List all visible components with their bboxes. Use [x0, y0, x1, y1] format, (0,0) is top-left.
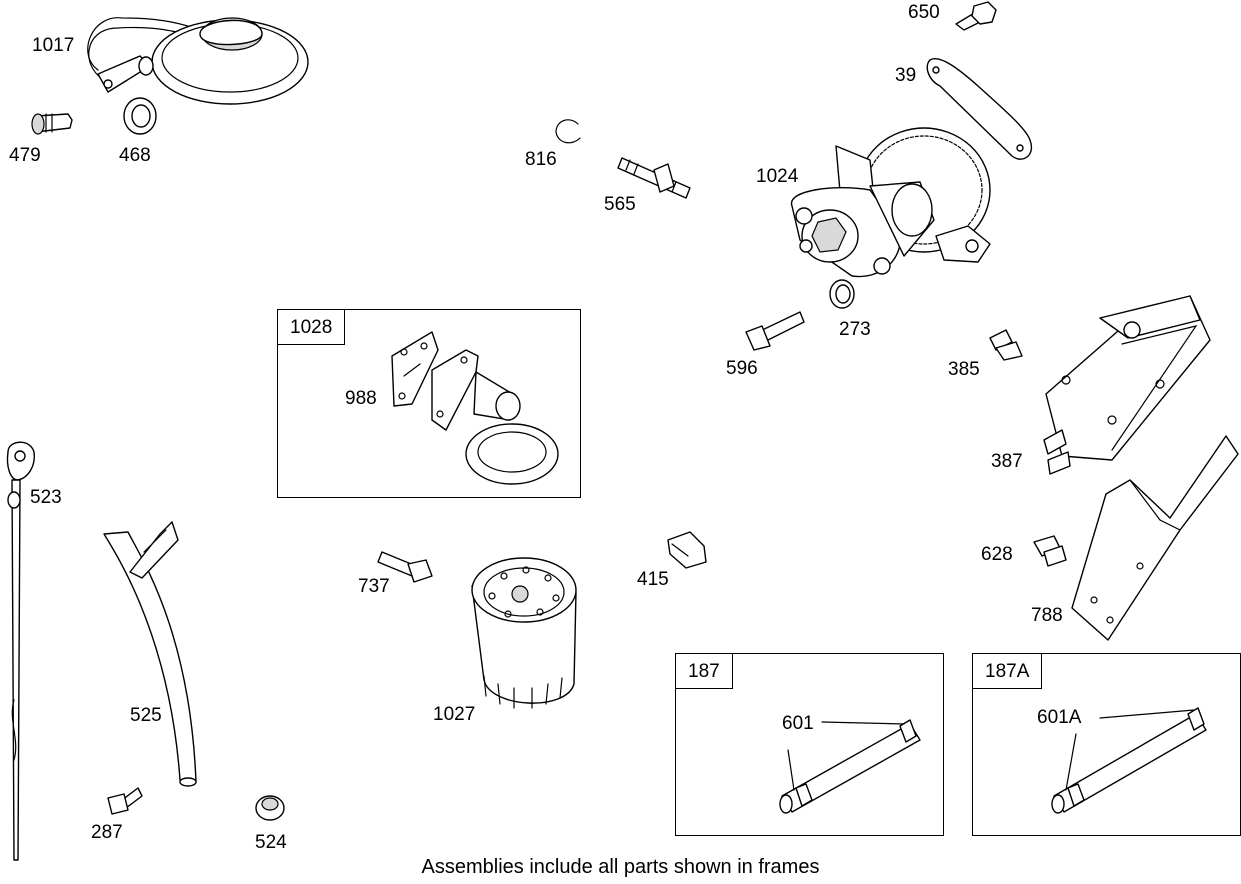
callout-273: 273	[839, 319, 871, 340]
callout-1027: 1027	[433, 704, 476, 725]
callout-1024: 1024	[756, 166, 799, 187]
part-273-ring	[829, 279, 855, 309]
part-601a-hose	[1051, 707, 1207, 814]
callout-468: 468	[119, 145, 151, 166]
part-601-hose	[779, 719, 921, 814]
part-387-fuel-pump	[1043, 295, 1211, 475]
part-39-gasket	[926, 58, 1033, 160]
part-filter-adapter	[431, 349, 559, 485]
part-524-grommet	[255, 795, 285, 821]
callout-988: 988	[345, 388, 377, 409]
part-415-plug	[667, 531, 707, 569]
callout-287: 287	[91, 822, 123, 843]
part-988-gasket	[391, 331, 439, 407]
callout-601a: 601A	[1037, 707, 1082, 728]
part-1024-oil-pump	[790, 127, 991, 278]
callout-1017: 1017	[32, 35, 75, 56]
callout-788: 788	[1031, 605, 1063, 626]
callout-565: 565	[604, 194, 636, 215]
part-737-bolt	[377, 551, 433, 583]
callout-387: 387	[991, 451, 1023, 472]
part-525-dipstick-tube	[103, 521, 197, 787]
callout-650: 650	[908, 2, 940, 23]
callout-601: 601	[782, 713, 814, 734]
part-479-fitting	[31, 113, 73, 135]
callout-415: 415	[637, 569, 669, 590]
callout-737: 737	[358, 576, 390, 597]
frame-1028-tag: 1028	[278, 310, 346, 345]
frame-187a-tag: 187A	[973, 654, 1043, 689]
part-385-screw	[989, 329, 1023, 361]
part-650-bolt	[955, 1, 997, 31]
callout-479: 479	[9, 145, 41, 166]
callout-524: 524	[255, 832, 287, 853]
diagram-caption: Assemblies include all parts shown in fr…	[421, 856, 820, 878]
frame-187a: 187A	[972, 653, 1241, 836]
part-816-clip	[555, 119, 581, 144]
callout-523: 523	[30, 487, 62, 508]
frame-187: 187	[675, 653, 944, 836]
part-468-seal	[123, 97, 157, 135]
part-628-plug	[1033, 535, 1067, 567]
part-788-bracket	[1071, 435, 1239, 641]
part-1017-breather	[87, 17, 309, 105]
part-1027-oil-filter	[471, 557, 577, 709]
part-523-dipstick	[6, 441, 35, 861]
callout-39: 39	[895, 65, 917, 86]
callout-385: 385	[948, 359, 980, 380]
callout-525: 525	[130, 705, 162, 726]
callout-596: 596	[726, 358, 758, 379]
callout-628: 628	[981, 544, 1013, 565]
part-287-screw	[107, 787, 143, 815]
part-596-bolt	[745, 311, 805, 351]
frame-187-tag: 187	[676, 654, 733, 689]
callout-816: 816	[525, 149, 557, 170]
part-565-stud	[617, 157, 691, 199]
frame-1028: 1028	[277, 309, 581, 498]
